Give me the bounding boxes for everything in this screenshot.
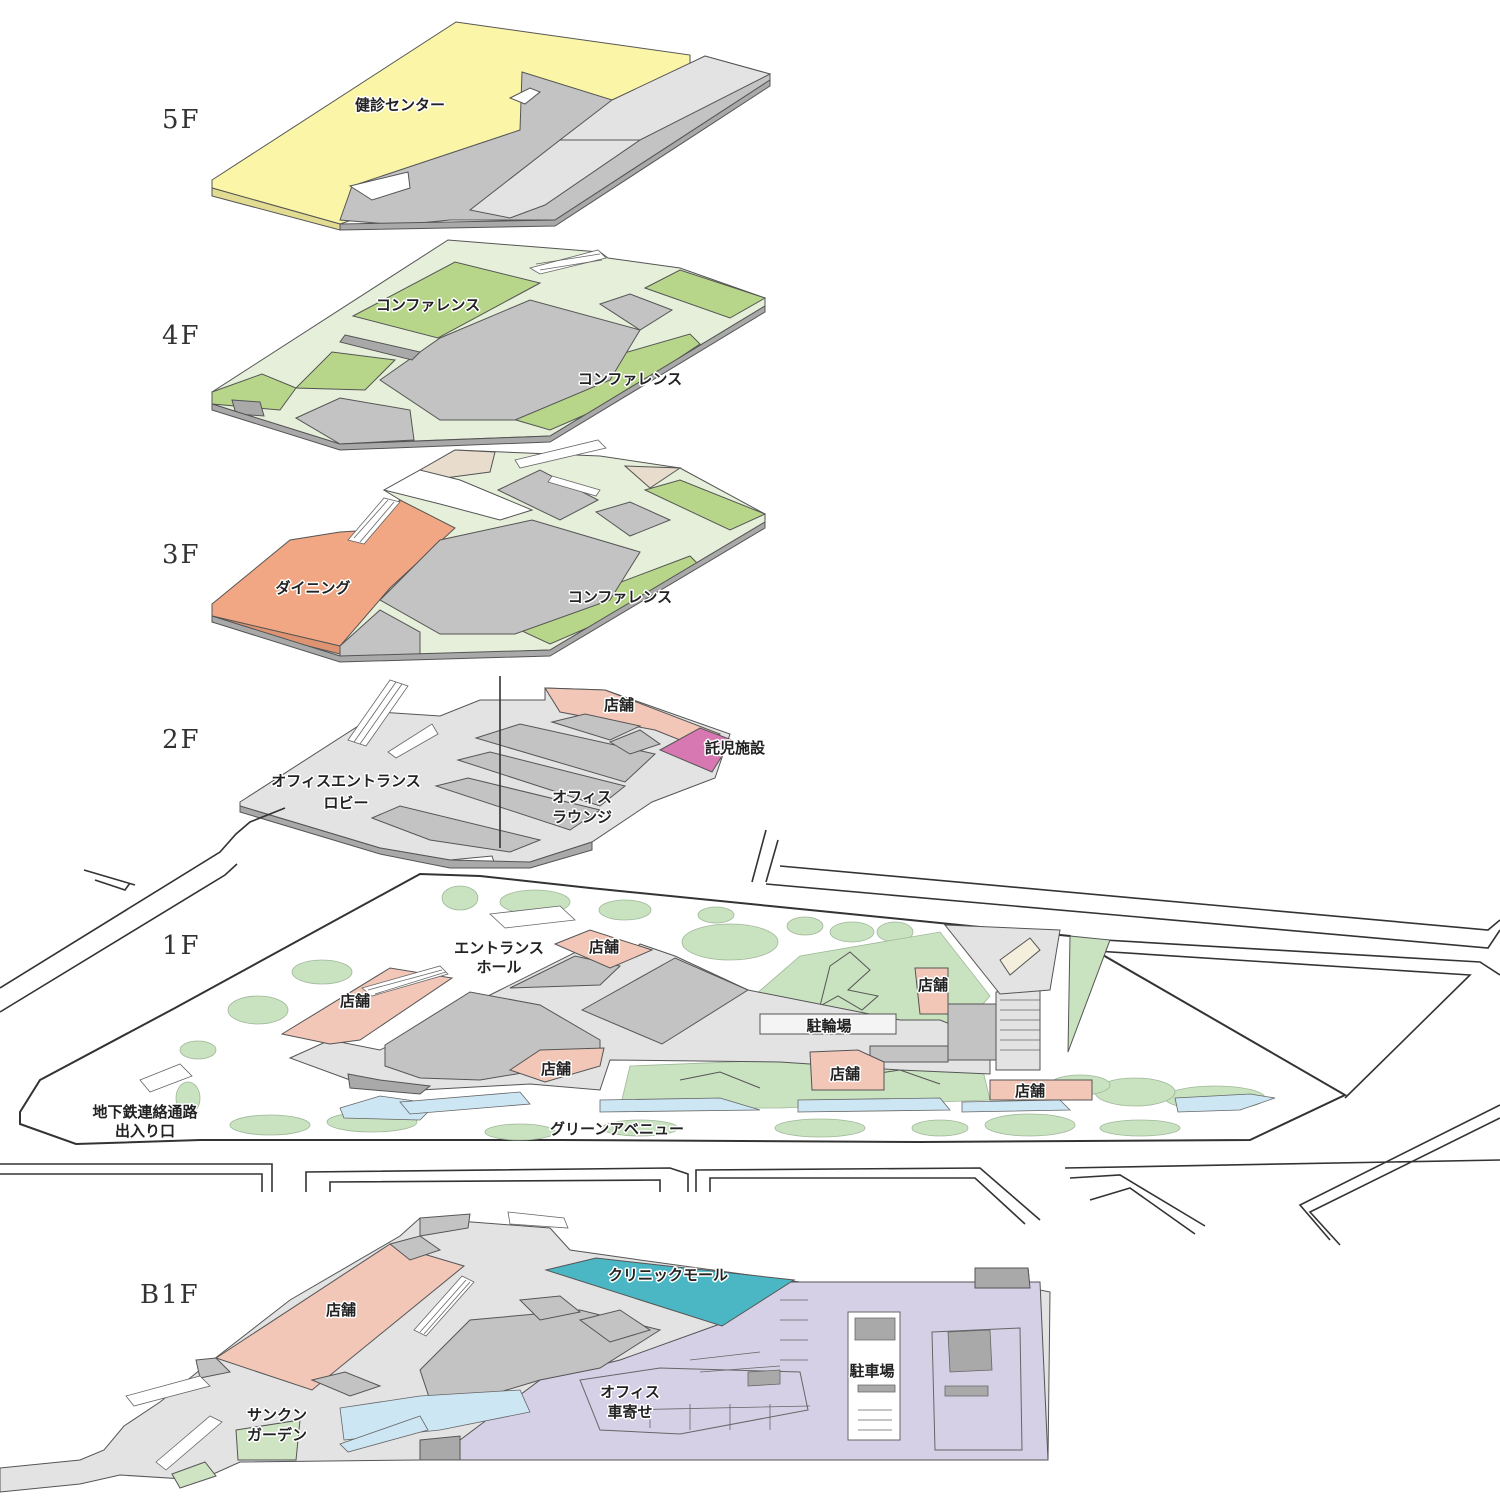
floor-label-2f: 2F — [162, 725, 201, 755]
label-conference-4f-north: コンファレンス — [376, 296, 480, 314]
floor-3f: ダイニング コンファレンス — [211, 439, 767, 663]
sunken-garden[interactable] — [235, 1419, 301, 1461]
core-4f — [379, 299, 641, 421]
parking-stalls — [619, 1299, 892, 1431]
shop-b1f[interactable] — [214, 1243, 466, 1391]
label-entrance-exit: 出入り口 — [115, 1122, 175, 1140]
label-childcare: 託児施設 — [705, 739, 766, 757]
floor-1f: エントランス ホール 店舗 店舗 店舗 店舗 店舗 店舗 駐輪場 地下鉄連絡通路… — [19, 872, 1348, 1146]
label-shop-1f-east: 店舗 — [918, 976, 948, 994]
label-shop-b1f: 店舗 — [326, 1301, 356, 1319]
label-office: オフィス — [552, 788, 612, 806]
label-hall: ホール — [476, 958, 521, 976]
label-clinic-mall: クリニックモール — [608, 1266, 728, 1284]
label-office-b1f: オフィス — [600, 1383, 660, 1401]
core-2f — [474, 723, 657, 783]
shop-1f-south[interactable] — [508, 1047, 605, 1083]
shop-1f-east[interactable] — [914, 967, 949, 1015]
escalator-2f — [347, 679, 439, 759]
escalator-1f — [139, 905, 576, 1115]
shop-1f-southeast[interactable] — [989, 1079, 1093, 1101]
shop-1f-center[interactable] — [809, 1049, 885, 1091]
label-office-entrance: オフィスエントランス — [271, 772, 420, 790]
floor-label-b1f: B1F — [140, 1280, 200, 1310]
parking-aisle — [847, 1311, 901, 1441]
label-green-avenue: グリーンアベニュー — [550, 1120, 684, 1138]
corridor-5f — [558, 55, 772, 141]
shop-1f-hall[interactable] — [553, 929, 654, 969]
label-shop-2f: 店舗 — [604, 696, 634, 714]
floor-2f: 店舗 託児施設 オフィスエントランス ロビー オフィス ラウンジ — [239, 679, 767, 869]
site-ground-1f — [19, 872, 1348, 1146]
label-dining: ダイニング — [275, 579, 350, 597]
label-shop-1f-southeast: 店舗 — [1015, 1082, 1045, 1100]
floor-label-5f: 5F — [162, 105, 201, 135]
escalator-4f — [528, 249, 607, 275]
label-shop-1f-hall: 店舗 — [589, 938, 619, 956]
floor-4f: コンファレンス コンファレンス — [211, 239, 767, 451]
floor-label-3f: 3F — [162, 540, 201, 570]
label-lounge: ラウンジ — [552, 808, 612, 826]
stair-1f — [1000, 999, 1040, 1051]
label-sunken: サンクン — [247, 1406, 307, 1424]
label-lobby: ロビー — [323, 794, 368, 812]
floor-label-4f: 4F — [162, 321, 201, 351]
label-shop-1f-center: 店舗 — [830, 1065, 860, 1083]
label-garden: ガーデン — [247, 1426, 307, 1444]
label-shop-1f-south: 店舗 — [541, 1060, 571, 1078]
label-bicycle-parking: 駐輪場 — [806, 1017, 851, 1035]
label-shop-1f-west: 店舗 — [340, 992, 370, 1010]
label-entrance: エントランス — [454, 939, 544, 957]
escalator-3f — [347, 439, 607, 545]
core-3f — [379, 519, 641, 635]
label-conference-4f-south: コンファレンス — [578, 370, 682, 388]
floor-5f: 健診センター — [211, 21, 772, 231]
childcare-zone[interactable] — [658, 727, 733, 773]
label-car-dropoff: 車寄せ — [607, 1403, 652, 1421]
clinic-mall[interactable] — [544, 1257, 796, 1327]
label-subway-passage: 地下鉄連絡通路 — [92, 1103, 198, 1121]
label-health-center: 健診センター — [355, 96, 445, 114]
shop-1f-west[interactable] — [280, 967, 454, 1045]
conference-4f-north[interactable] — [351, 261, 542, 339]
escalator-b1f — [125, 1211, 569, 1471]
roads — [0, 676, 1500, 1246]
floor-label-1f: 1F — [162, 931, 201, 961]
label-parking: 駐車場 — [849, 1362, 894, 1380]
floor-b1f: 店舗 クリニックモール 駐車場 オフィス 車寄せ サンクン ガーデン — [0, 1211, 1051, 1493]
label-conference-3f: コンファレンス — [568, 588, 672, 606]
bicycle-parking[interactable] — [759, 1013, 897, 1035]
